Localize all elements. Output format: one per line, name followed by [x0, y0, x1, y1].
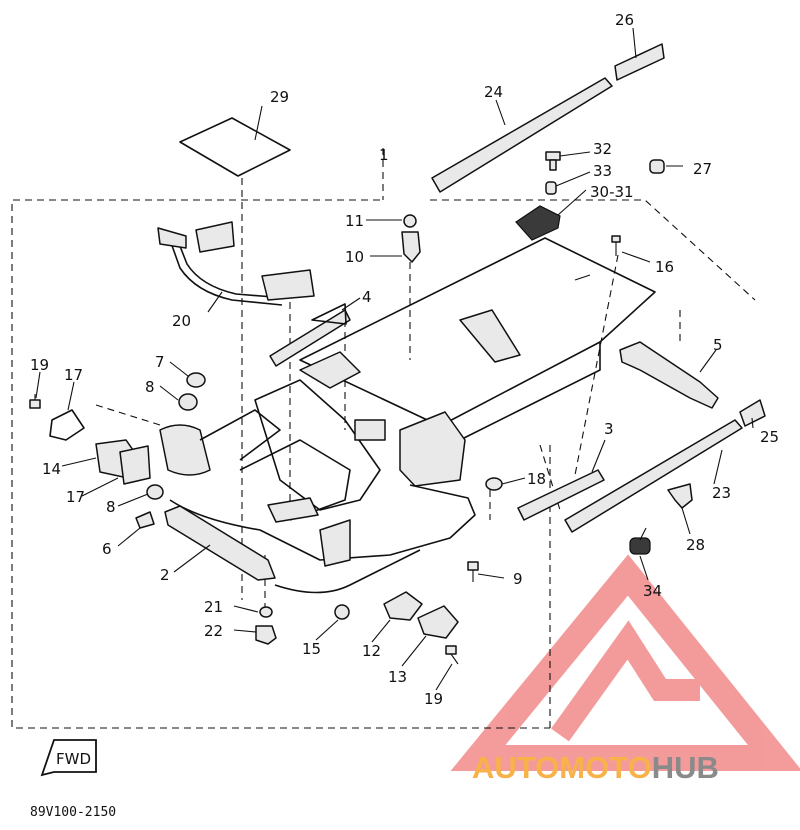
callout-6: 6: [102, 540, 112, 558]
fwd-label: FWD: [56, 750, 91, 768]
part-32-bolt: [545, 151, 561, 171]
callout-17-bottom: 17: [66, 488, 85, 506]
callout-30-31: 30-31: [590, 183, 634, 201]
part-10-mount: [401, 231, 421, 263]
part-9-bolt: [467, 561, 479, 582]
callout-5: 5: [713, 336, 723, 354]
callout-28: 28: [686, 536, 705, 554]
part-28-clip: [667, 483, 693, 509]
part-27-cap: [649, 159, 665, 174]
callout-34: 34: [643, 582, 662, 600]
callout-19-left: 19: [30, 356, 49, 374]
part-4-bracket-small: [311, 303, 347, 325]
part-11-nut: [403, 214, 417, 228]
callout-9: 9: [513, 570, 523, 588]
part-19-bolt-left: [29, 394, 41, 409]
part-5-bracket: [619, 341, 719, 409]
part-7-bushing: [186, 372, 206, 388]
part-8-bushing-top: [178, 393, 198, 411]
callout-33: 33: [593, 162, 612, 180]
callout-14: 14: [42, 460, 61, 478]
part-12-plate: [383, 591, 423, 621]
fwd-arrow-icon: [40, 739, 97, 777]
part-3-rail: [517, 469, 605, 521]
part-30-31-bracket: [515, 205, 561, 241]
part-16-bolt: [611, 235, 621, 256]
part-19-bolt-bottom: [445, 645, 459, 665]
part-21-washer: [259, 606, 273, 618]
part-8-bushing-bottom: [146, 484, 164, 500]
callout-17-top: 17: [64, 366, 83, 384]
part-29-sheet: [179, 117, 291, 177]
callout-4: 4: [362, 288, 372, 306]
watermark-brand-part1: AUTOMOTO: [472, 750, 652, 785]
callout-leaders: [35, 27, 754, 691]
main-frame: [169, 237, 656, 594]
callout-3: 3: [604, 420, 614, 438]
callout-20: 20: [172, 312, 191, 330]
callout-25: 25: [760, 428, 779, 446]
callout-24: 24: [484, 83, 503, 101]
part-26-strip: [614, 43, 665, 81]
part-6-clip: [135, 511, 155, 529]
part-22-nut: [255, 625, 277, 645]
callout-22: 22: [204, 622, 223, 640]
callout-32: 32: [593, 140, 612, 158]
callout-15: 15: [302, 640, 321, 658]
callout-8-top: 8: [145, 378, 155, 396]
callout-21: 21: [204, 598, 223, 616]
callouts: 1 26 24 29 32 33 30-31 27 11 10 16 20 4 …: [30, 11, 779, 708]
part-34-cap: [629, 537, 651, 555]
part-25-strip: [739, 399, 766, 427]
part-24-rail: [431, 77, 613, 193]
callout-7: 7: [155, 353, 165, 371]
triangle-m-logo-icon: [450, 554, 800, 771]
callout-2: 2: [160, 566, 170, 584]
part-20-handlebar: [157, 221, 315, 306]
part-33-collar: [545, 181, 557, 195]
callout-8-bottom: 8: [106, 498, 116, 516]
suspension-arm-left: [159, 409, 281, 476]
watermark-brand: AUTOMOTOHUB: [472, 750, 719, 785]
callout-29: 29: [270, 88, 289, 106]
part-13-plate: [417, 605, 459, 639]
drawing-code: 89V100-2150: [30, 805, 116, 820]
callout-27: 27: [693, 160, 712, 178]
part-23-strip: [564, 419, 743, 533]
part-18-cap: [485, 477, 503, 491]
callout-16: 16: [655, 258, 674, 276]
part-17-plate-bottom: [119, 445, 151, 485]
part-17-plate-top: [49, 409, 85, 441]
callout-12: 12: [362, 642, 381, 660]
callout-23: 23: [712, 484, 731, 502]
watermark-brand-part2: HUB: [652, 750, 719, 785]
callout-11: 11: [345, 212, 364, 230]
callout-26: 26: [615, 11, 634, 29]
callout-18: 18: [527, 470, 546, 488]
part-4-bracket: [269, 309, 351, 367]
callout-13: 13: [388, 668, 407, 686]
callout-19-bottom: 19: [424, 690, 443, 708]
callout-10: 10: [345, 248, 364, 266]
callout-1: 1: [379, 146, 389, 164]
part-2-bumper: [164, 505, 276, 581]
assembly-outline: [11, 148, 756, 729]
part-15-nut: [334, 604, 350, 620]
